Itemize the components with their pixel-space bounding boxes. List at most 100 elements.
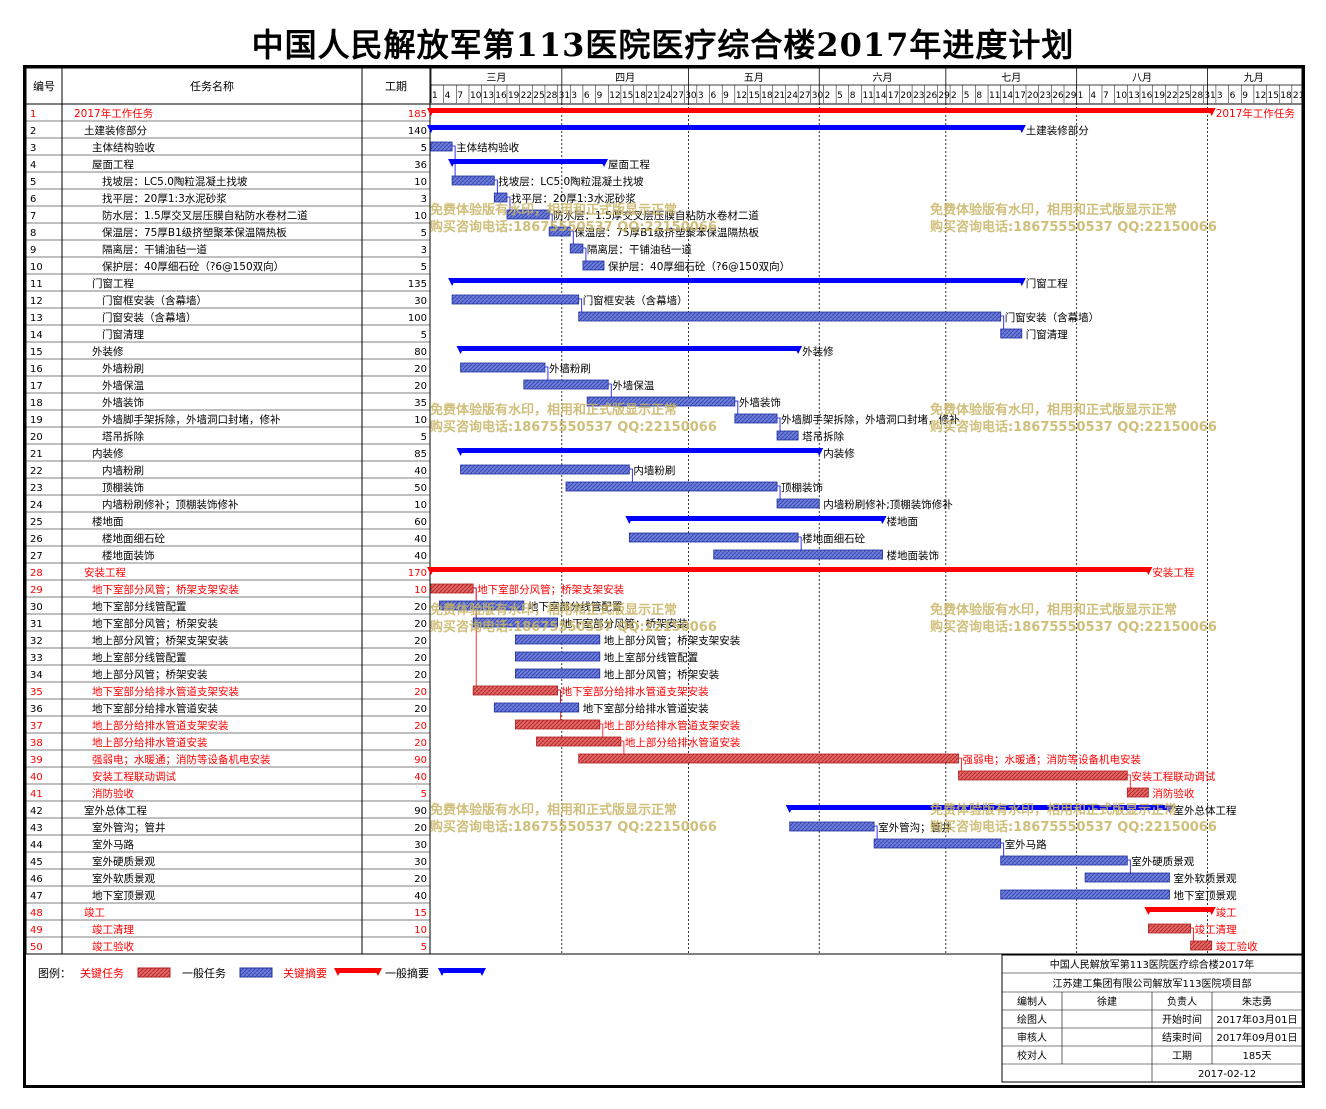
row-id: 30 — [30, 602, 43, 613]
day-tick-label: 22 — [521, 91, 532, 101]
task-bar — [1126, 787, 1149, 798]
row-id: 32 — [30, 636, 43, 647]
summary-cap — [456, 448, 465, 456]
day-tick-label: 29 — [938, 91, 950, 101]
day-tick-label: 14 — [1002, 91, 1014, 101]
row-task-name: 室外总体工程 — [84, 804, 147, 817]
watermark-text: 购买咨询电话:18675550537 QQ:22150066 — [430, 619, 717, 635]
row-task-name: 地下室部分给排水管道安装 — [92, 702, 218, 715]
bar-label: 地上室部分线管配置 — [604, 651, 699, 664]
day-tick-label: 7 — [1103, 91, 1109, 101]
row-task-name: 顶棚装饰 — [102, 481, 144, 494]
row-task-name: 主体结构验收 — [92, 141, 155, 154]
legend-normal-summary-swatch — [442, 968, 482, 973]
bar-label: 内墙粉刷 — [633, 464, 675, 477]
bar-label: 地下室部分给排水管道安装 — [583, 702, 709, 715]
row-duration: 20 — [414, 364, 427, 375]
day-tick-label: 31 — [1204, 91, 1215, 101]
row-id: 28 — [30, 568, 43, 579]
info-company: 江苏建工集团有限公司解放军113医院项目部 — [1052, 977, 1251, 990]
day-tick-label: 1 — [1078, 91, 1084, 101]
day-tick-label: 12 — [1255, 91, 1266, 101]
row-duration: 10 — [414, 211, 427, 222]
summary-cap — [427, 108, 435, 116]
watermark-text: 购买咨询电话:18675550537 QQ:22150066 — [430, 219, 717, 235]
row-id: 12 — [30, 296, 43, 307]
row-task-name: 外墙脚手架拆除，外墙洞口封堵，修补 — [102, 413, 281, 426]
row-task-name: 找坡层：LC5.0陶粒混凝土找坡 — [102, 175, 248, 188]
row-task-name: 防水层：1.5厚交叉层压膜自粘防水卷材二道 — [102, 209, 308, 222]
row-duration: 35 — [414, 398, 427, 409]
bar-label: 主体结构验收 — [456, 141, 519, 154]
row-id: 18 — [30, 398, 43, 409]
day-tick-label: 28 — [1192, 91, 1204, 101]
row-id: 15 — [30, 347, 43, 358]
day-tick-label: 10 — [1116, 91, 1128, 101]
row-task-name: 楼地面 — [92, 515, 124, 528]
day-tick-label: 18 — [635, 91, 647, 101]
row-id: 48 — [30, 908, 43, 919]
summary-cap — [448, 159, 457, 167]
bar-label: 地下室顶景观 — [1174, 889, 1237, 902]
summary-bar — [431, 567, 1149, 572]
bar-label: 防水层：1.5厚交叉层压膜自粘防水卷材二道 — [553, 209, 759, 222]
row-duration: 40 — [414, 551, 427, 562]
row-id: 31 — [30, 619, 43, 630]
day-tick-label: 15 — [749, 91, 760, 101]
summary-cap — [1017, 278, 1026, 286]
row-id: 16 — [30, 364, 43, 375]
row-task-name: 室外软质景观 — [92, 872, 155, 885]
summary-bar — [460, 448, 820, 453]
row-task-name: 消防验收 — [92, 787, 134, 800]
day-tick-label: 31 — [559, 91, 570, 101]
task-bar — [569, 243, 584, 254]
day-tick-label: 15 — [1268, 91, 1279, 101]
info-duration-label: 工期 — [1172, 1050, 1192, 1062]
task-bar — [472, 617, 559, 628]
row-task-name: 楼地面装饰 — [102, 549, 155, 562]
row-task-name: 地上室部分线管配置 — [92, 651, 187, 664]
task-bar — [713, 549, 883, 560]
row-duration: 170 — [408, 568, 427, 579]
row-id: 19 — [30, 415, 43, 426]
row-duration: 5 — [421, 432, 427, 443]
info-compiler: 徐建 — [1097, 995, 1117, 1008]
task-bar — [565, 481, 778, 492]
day-tick-label: 30 — [812, 91, 824, 101]
row-id: 43 — [30, 823, 43, 834]
info-end-label: 结束时间 — [1162, 1031, 1202, 1044]
legend-normal-summary-label: 一般摘要 — [385, 966, 429, 980]
day-tick-label: 10 — [470, 91, 482, 101]
info-start: 2017年03月01日 — [1217, 1013, 1298, 1026]
row-task-name: 保温层：75厚B1级挤塑聚苯保温隔热板 — [102, 226, 287, 239]
summary-cap — [815, 448, 824, 456]
summary-cap — [1144, 567, 1153, 575]
day-tick-label: 7 — [457, 91, 463, 101]
bar-label: 楼地面装饰 — [887, 549, 940, 562]
day-tick-label: 11 — [989, 91, 1000, 101]
row-task-name: 竣工清理 — [92, 923, 134, 936]
day-tick-label: 24 — [660, 91, 672, 101]
info-responsible: 朱志勇 — [1242, 995, 1272, 1008]
row-id: 40 — [30, 772, 43, 783]
summary-bar — [431, 108, 1212, 113]
row-task-name: 地下室部分风管；桥架安装 — [92, 617, 218, 630]
bar-label: 顶棚装饰 — [781, 481, 823, 494]
month-label: 九月 — [1244, 72, 1264, 84]
row-duration: 40 — [414, 466, 427, 477]
day-tick-label: 1 — [432, 91, 438, 101]
task-bar — [958, 770, 1128, 781]
task-bar — [506, 209, 550, 220]
day-tick-label: 19 — [1154, 91, 1166, 101]
row-id: 33 — [30, 653, 43, 664]
row-task-name: 门窗工程 — [92, 277, 134, 290]
task-bar — [451, 294, 580, 305]
legend-title: 图例： — [38, 966, 71, 980]
day-tick-label: 12 — [736, 91, 747, 101]
task-bar — [460, 464, 630, 475]
row-duration: 20 — [414, 874, 427, 885]
summary-bar — [629, 516, 883, 521]
bar-label: 隔离层：干铺油毡一道 — [587, 243, 692, 256]
day-tick-label: 14 — [875, 91, 887, 101]
